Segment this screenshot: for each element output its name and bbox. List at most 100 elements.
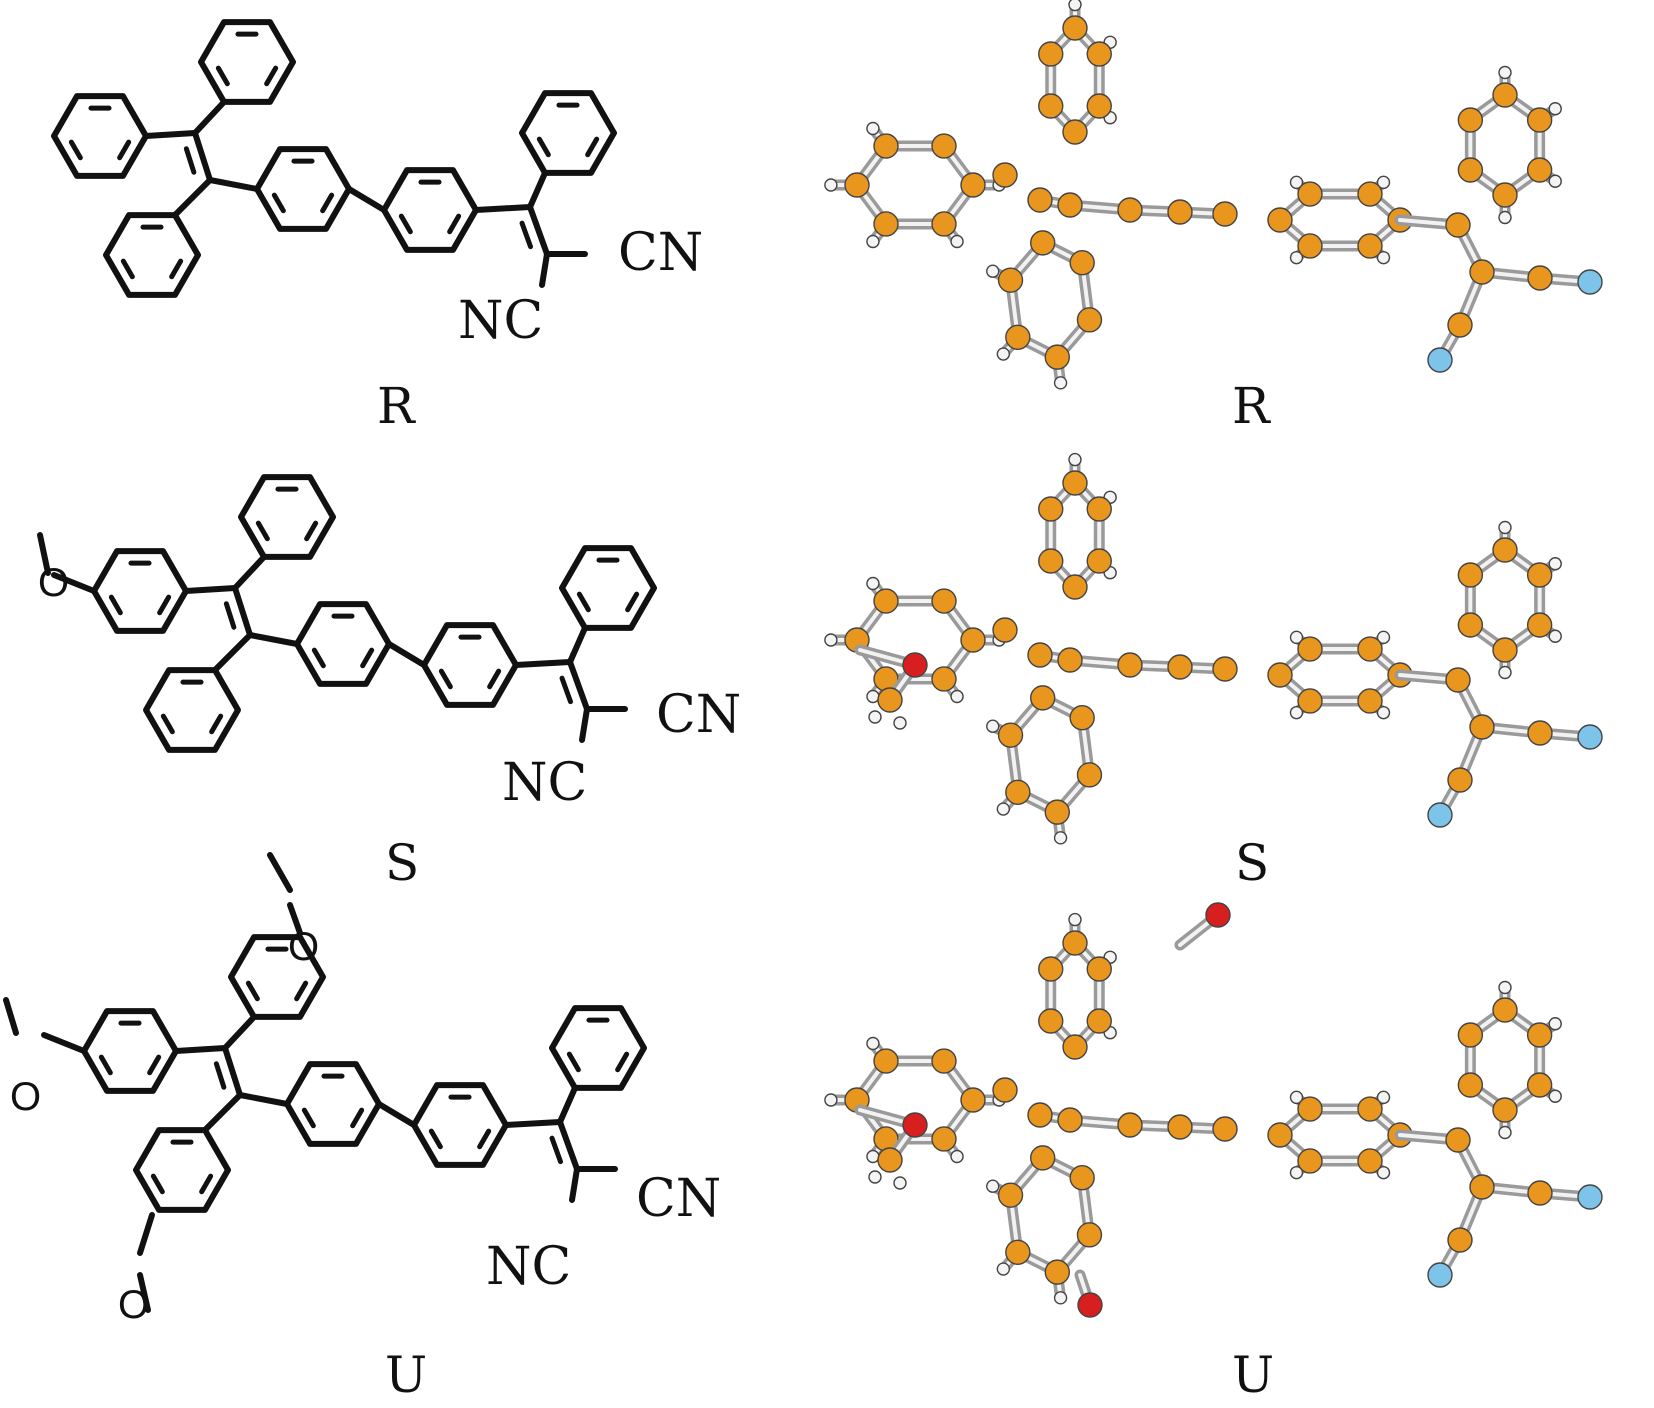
methoxy-bond (51, 572, 97, 594)
carbon-atom (1005, 324, 1031, 350)
carbon-atom (1492, 997, 1518, 1023)
carbon-atom (1044, 1259, 1070, 1285)
single-bond (527, 170, 548, 210)
skeletal-structure-R (51, 19, 617, 298)
benzene-ring (559, 545, 657, 631)
carbon-atom (1212, 1116, 1238, 1142)
carbon-atom (1086, 548, 1112, 574)
ring-double-bond (215, 65, 230, 87)
model-label-R: R (1232, 377, 1271, 435)
carbon-atom (1027, 1102, 1053, 1128)
carbon-atom (1076, 762, 1103, 788)
carbon-atom (1044, 799, 1070, 825)
carbon-atom (931, 666, 957, 692)
hydrogen-atom (1498, 520, 1512, 535)
ring-double-bond (255, 520, 270, 542)
cn-label-R: CN (618, 223, 703, 283)
carbon-atom (1038, 956, 1064, 982)
oxygen-atom (1077, 1292, 1103, 1318)
carbon-atom (1062, 119, 1088, 145)
nc-label-S: NC (502, 753, 587, 813)
carbon-atom (931, 1126, 957, 1152)
carbon-atom (1457, 612, 1484, 638)
nc-label-R: NC (458, 291, 543, 351)
carbon-atom (1526, 107, 1553, 133)
hydrogen-atom (1376, 250, 1391, 265)
carbon-atom (997, 267, 1024, 293)
hydrogen-atom (1053, 376, 1068, 390)
hydrogen-atom (996, 802, 1011, 816)
carbon-atom (1357, 1148, 1383, 1174)
carbon-atom (1357, 1096, 1383, 1122)
oxygen-atom (902, 652, 928, 678)
alkene-bond (232, 585, 253, 638)
carbon-atom (1445, 667, 1471, 693)
ring-double-bond (576, 591, 591, 613)
carbon-atom (1457, 1072, 1484, 1098)
carbon-atom (1297, 688, 1323, 714)
carbon-atom (1527, 1180, 1553, 1206)
single-bond (202, 1092, 243, 1133)
methoxy-bond (41, 1032, 87, 1054)
carbon-atom (1062, 930, 1088, 956)
hydrogen-atom (866, 1036, 880, 1051)
single-bond (232, 554, 267, 591)
ring-double-bond (160, 713, 175, 735)
hydrogen-atom (866, 576, 880, 591)
carbon-atom (1030, 230, 1056, 256)
single-bond (376, 1101, 417, 1128)
ring-double-bond (447, 213, 462, 235)
ball-stick-model-U (824, 902, 1603, 1318)
ring-double-bond (120, 258, 135, 280)
hydrogen-atom (1289, 705, 1304, 720)
ring-double-bond (150, 1173, 165, 1195)
ring-double-bond (320, 192, 335, 214)
carbon-atom (1038, 1008, 1064, 1034)
carbon-atom (1030, 685, 1056, 711)
carbon-atom (997, 722, 1024, 748)
hydrogen-atom (1376, 630, 1391, 645)
ring-double-bond (199, 1173, 214, 1195)
ball-stick-model-R (824, 0, 1603, 390)
carbon-atom (1469, 259, 1495, 285)
nitrogen-atom (1577, 1184, 1603, 1210)
hydrogen-atom (1289, 630, 1304, 645)
carbon-atom (1267, 1122, 1293, 1148)
hydrogen-atom (986, 264, 1000, 278)
benzene-ring (549, 1005, 647, 1091)
benzene-ring (411, 1082, 509, 1168)
carbon-atom (1445, 1127, 1471, 1153)
ring-double-bond (147, 1054, 162, 1076)
carbon-atom (1057, 192, 1083, 218)
benzene-ring (198, 19, 296, 105)
carbon-atom (1057, 1107, 1083, 1133)
carbon-atom (1038, 496, 1064, 522)
carbon-atom (1447, 767, 1473, 793)
ring-double-bond (245, 980, 260, 1002)
ring-double-bond (264, 65, 279, 87)
model-label-U: U (1232, 1346, 1274, 1404)
hydrogen-atom (1376, 175, 1391, 190)
nitrogen-atom (1427, 802, 1453, 828)
carbon-atom (1038, 93, 1064, 119)
ring-double-bond (585, 136, 600, 158)
ring-double-bond (477, 1128, 492, 1150)
single-bond (237, 1092, 290, 1107)
hydrogen-atom (1376, 705, 1391, 720)
carbon-atom (1062, 470, 1088, 496)
panel-label-R: R (377, 377, 416, 435)
single-bond (346, 186, 387, 213)
nc-label-U: NC (486, 1237, 571, 1297)
hydrogen-atom (824, 633, 838, 647)
alkene-double-bond (213, 1061, 227, 1090)
hydrogen-atom (986, 1179, 1000, 1193)
ring-double-bond (209, 713, 224, 735)
hydrogen-atom (1068, 452, 1082, 467)
ring-double-bond (157, 594, 172, 616)
hydrogen-atom (986, 719, 1000, 733)
carbon-atom (873, 1048, 899, 1074)
alkene-double-bond (559, 675, 574, 705)
ring-double-bond (117, 139, 132, 161)
carbon-atom (1357, 233, 1383, 259)
carbon-atom (1086, 93, 1112, 119)
